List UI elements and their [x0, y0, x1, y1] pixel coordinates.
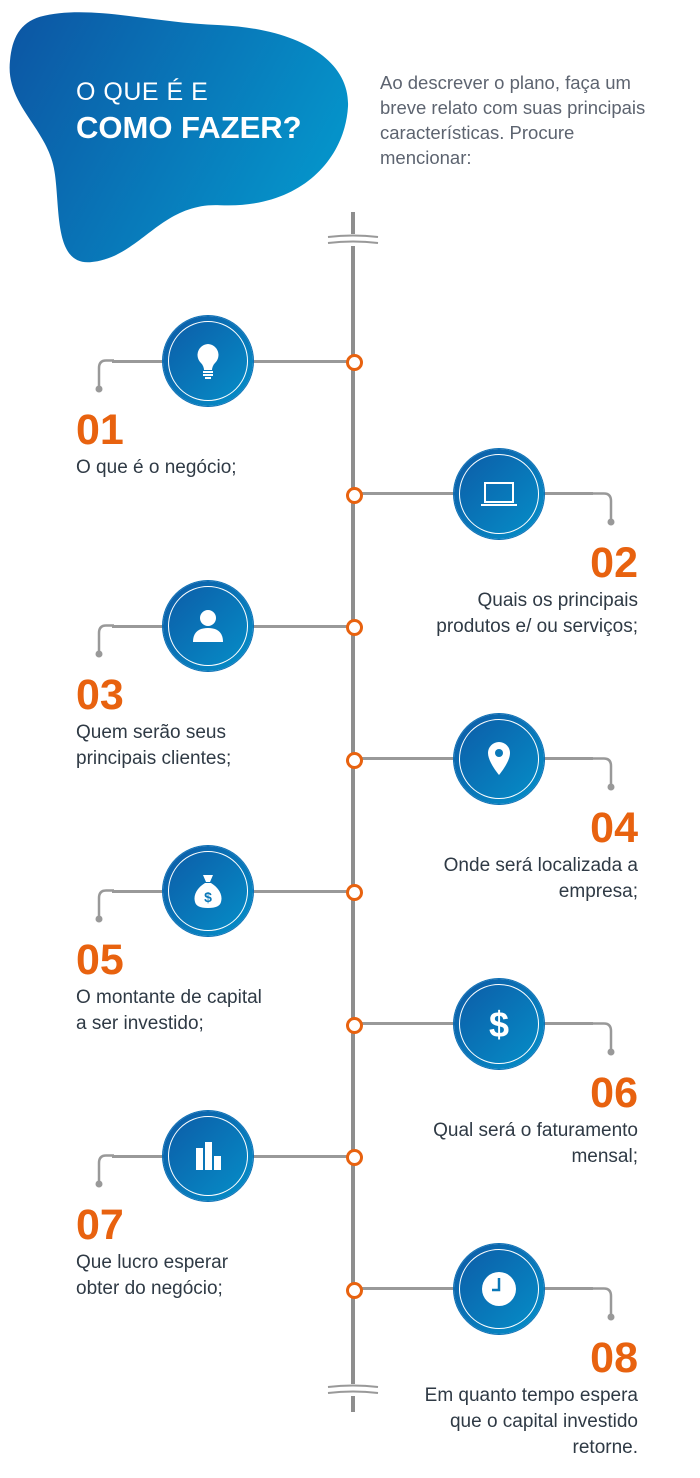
bar-chart-icon	[196, 1142, 221, 1170]
connector-hook	[95, 1154, 114, 1188]
icon-badge	[454, 713, 544, 804]
step-text: O montante de capital a ser investido;	[76, 987, 262, 1034]
connector-hook	[95, 889, 114, 923]
step-text: O que é o negócio;	[76, 457, 237, 478]
step-text: Qual será o faturamento mensal;	[433, 1119, 638, 1167]
connector-hook	[591, 1021, 615, 1055]
svg-text:$: $	[204, 889, 212, 905]
timeline-node	[346, 354, 363, 371]
money-bag-icon: $	[194, 875, 222, 908]
break-mark	[326, 1384, 380, 1396]
timeline-node	[346, 1281, 363, 1299]
icon-badge	[454, 448, 544, 539]
step-number: 06	[590, 1068, 638, 1117]
header-blob	[9, 12, 349, 263]
clock-icon	[482, 1271, 516, 1306]
break-mark	[326, 234, 380, 246]
icon-badge	[163, 1111, 253, 1201]
icon-badge	[454, 1243, 544, 1334]
connector-hook	[591, 1286, 615, 1320]
icon-badge: $	[454, 978, 544, 1069]
step-text: Quem serão seus principais clientes;	[76, 722, 232, 769]
step-text: Quais os principais produtos e/ ou servi…	[436, 589, 638, 637]
connector-hook	[95, 624, 114, 658]
lightbulb-icon	[197, 344, 219, 379]
connector-hook	[591, 756, 615, 790]
step-text: Em quanto tempo espera que o capital inv…	[424, 1384, 638, 1458]
step-number: 02	[590, 538, 638, 587]
map-pin-icon	[488, 741, 510, 775]
svg-text:$: $	[489, 1004, 509, 1044]
dollar-icon: $	[489, 1004, 509, 1044]
step-number: 04	[590, 803, 638, 852]
connector-hook	[591, 491, 615, 525]
intro-text: Ao descrever o plano, faça um breve rela…	[380, 72, 646, 168]
step-text: Onde será localizada a empresa;	[443, 854, 638, 902]
title-line2: COMO FAZER?	[76, 110, 302, 145]
timeline-node	[346, 619, 363, 636]
connector-hook	[95, 359, 114, 393]
step-number: 05	[76, 936, 124, 984]
timeline-node	[346, 884, 363, 901]
step-text: Que lucro esperar obter do negócio;	[76, 1252, 229, 1299]
timeline-node	[346, 751, 363, 769]
timeline-node	[346, 1016, 363, 1034]
timeline-line	[351, 212, 355, 1412]
icon-badge	[163, 581, 253, 671]
step-number: 07	[76, 1201, 124, 1249]
timeline-node	[346, 1149, 363, 1166]
user-icon	[193, 610, 223, 642]
laptop-icon	[481, 481, 517, 506]
step-number: 08	[590, 1333, 638, 1382]
title-line1: O QUE É E	[76, 78, 209, 106]
icon-badge: $	[163, 846, 253, 936]
icon-badge	[163, 316, 253, 406]
step-number: 01	[76, 406, 124, 454]
timeline-node	[346, 486, 363, 504]
step-number: 03	[76, 671, 124, 719]
